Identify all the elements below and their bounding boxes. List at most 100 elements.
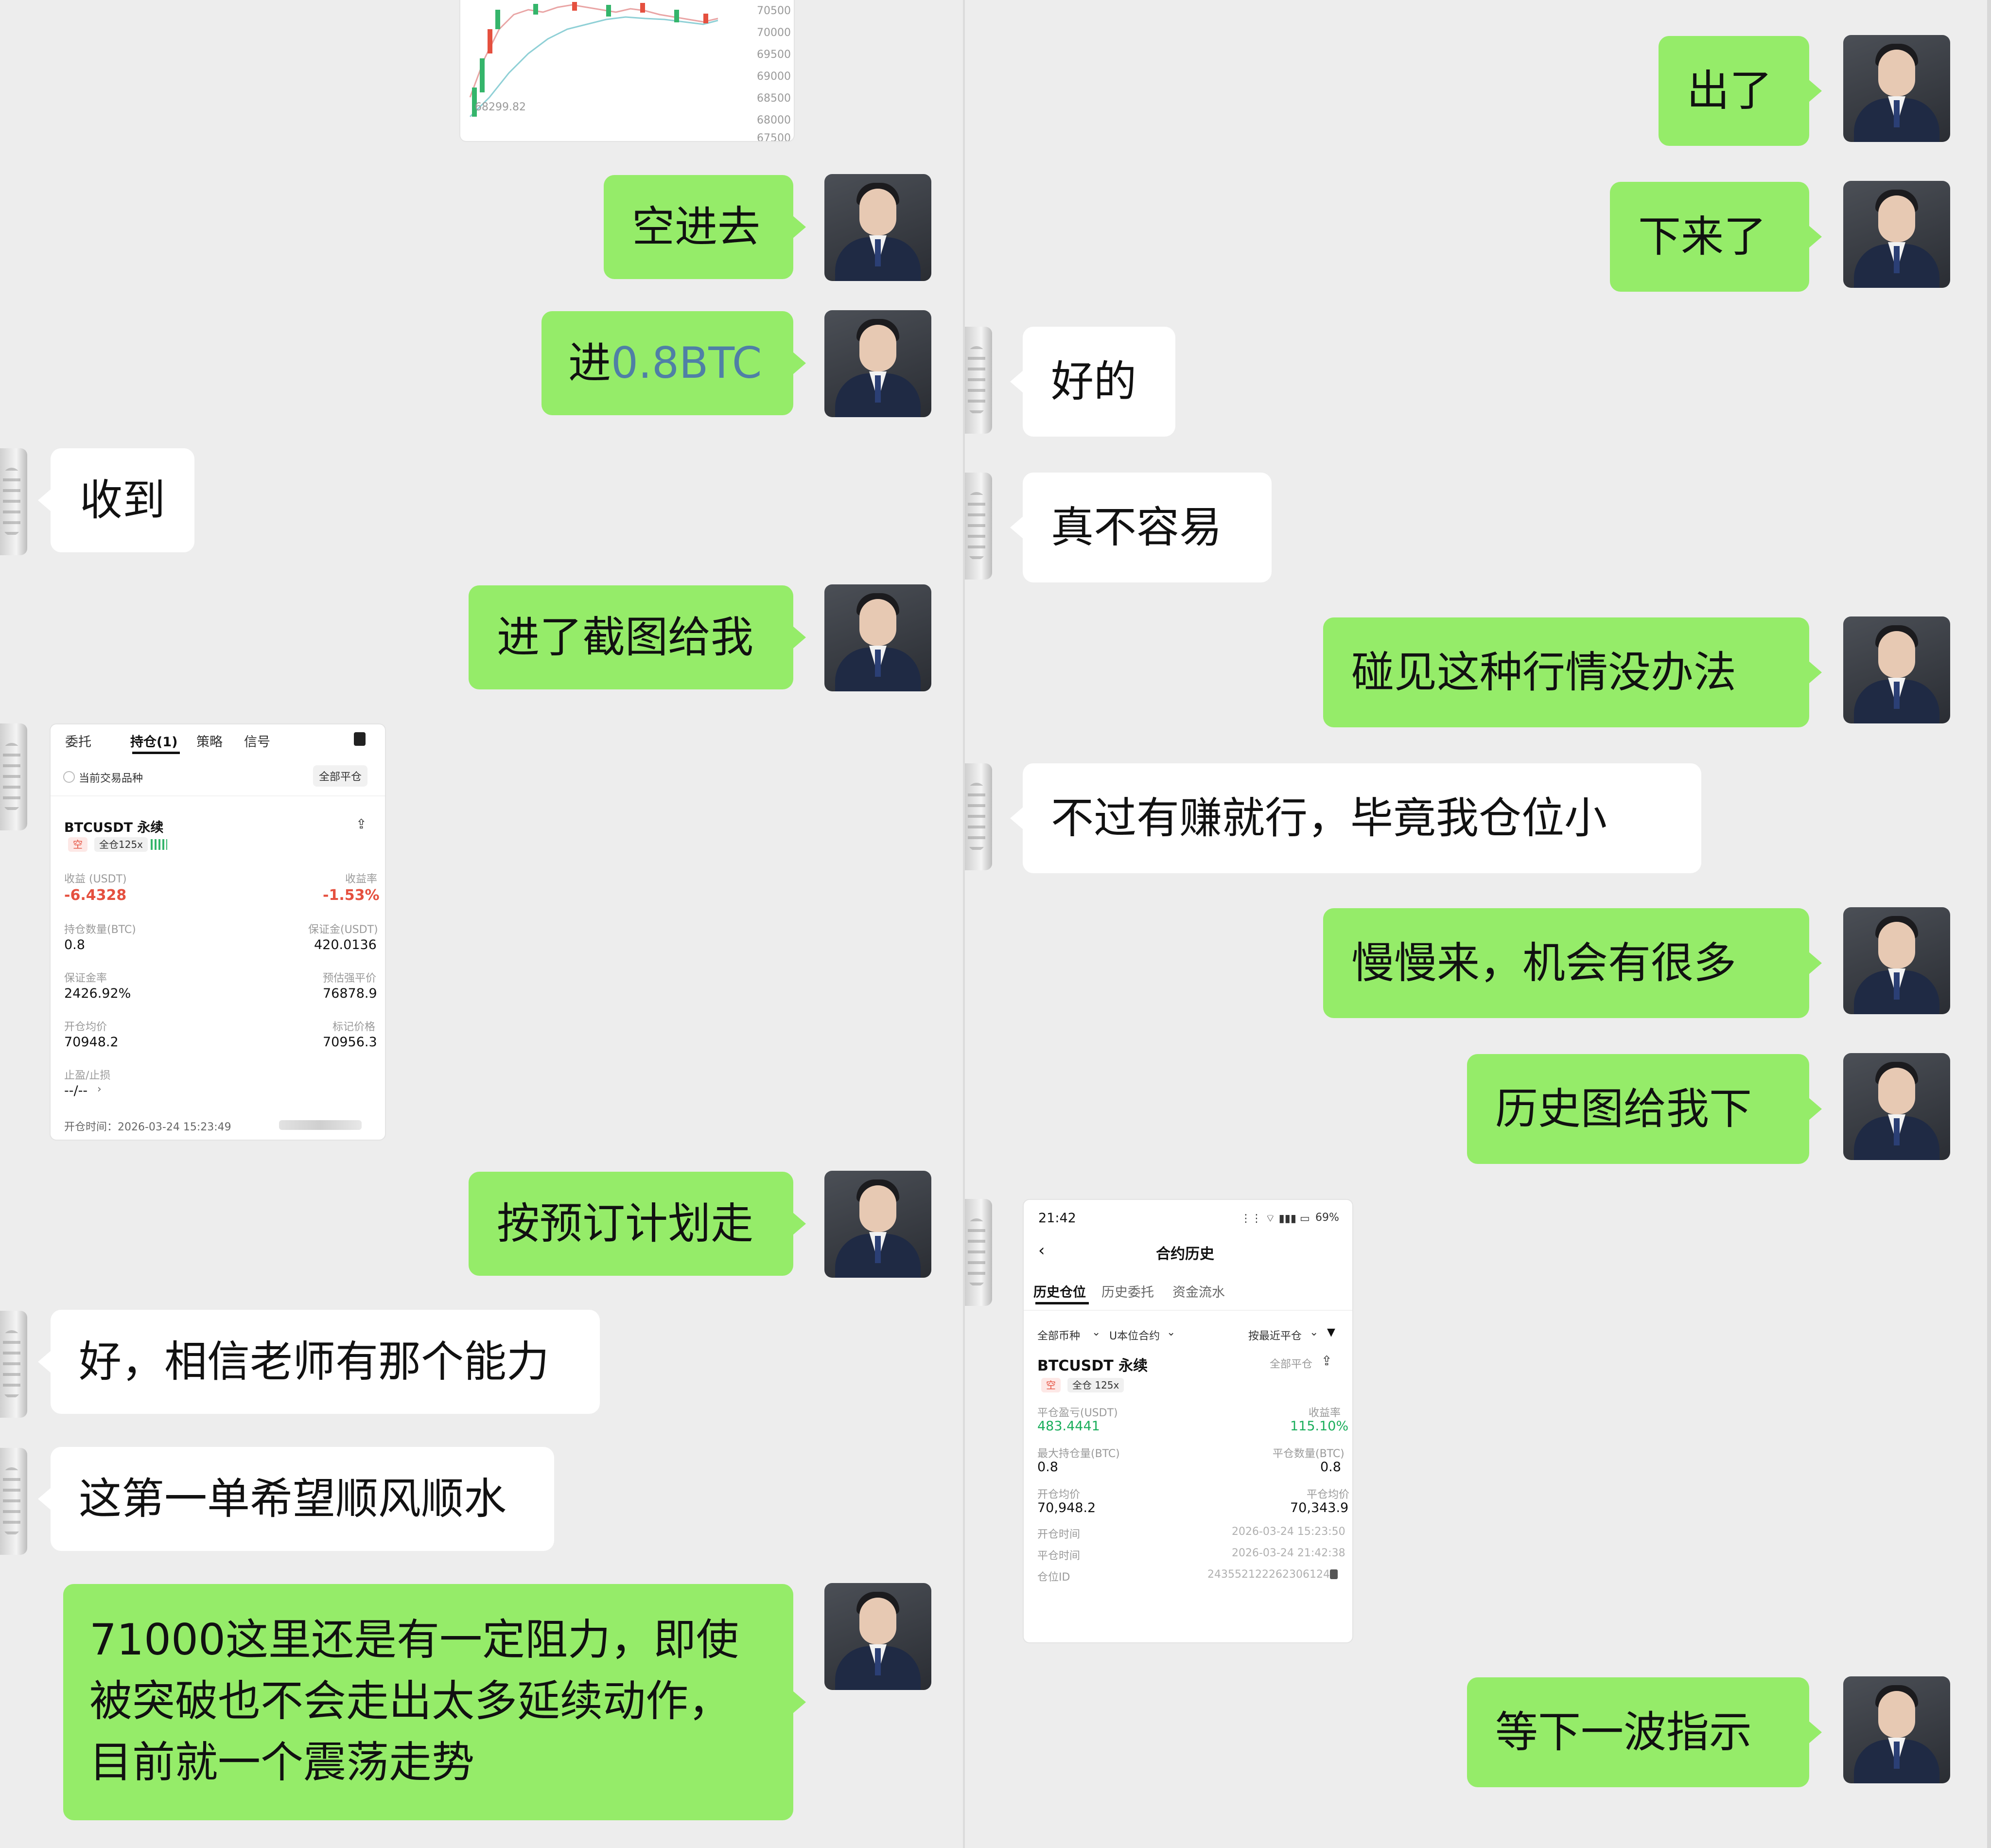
message-bubble-send-screenshot[interactable]: 进了截图给我 xyxy=(469,585,806,689)
qty-label: 持仓数量(BTC) xyxy=(64,924,136,936)
share-icon: ⇪ xyxy=(356,817,367,832)
margin-value: 420.0136 xyxy=(314,937,377,952)
margin-ratio-label: 保证金率 xyxy=(64,972,107,985)
message-bubble-plan[interactable]: 按预订计划走 xyxy=(469,1172,806,1276)
message-bubble-hope[interactable]: 这第一单希望顺风顺水 xyxy=(38,1447,554,1551)
mark-label: 标记价格 xyxy=(332,1021,376,1033)
position-id-value: 2435521222623061248 xyxy=(1207,1568,1337,1581)
teacher-avatar[interactable] xyxy=(1843,1676,1950,1783)
tab-signals: 信号 xyxy=(244,735,270,750)
message-bubble-market[interactable]: 碰见这种行情没办法 xyxy=(1323,617,1822,727)
message-bubble-received[interactable]: 收到 xyxy=(38,448,194,552)
message-bubble-slow[interactable]: 慢慢来，机会有很多 xyxy=(1323,908,1822,1018)
teacher-avatar[interactable] xyxy=(824,1171,931,1278)
qty-value: 0.8 xyxy=(64,937,85,952)
blurred-order-id xyxy=(279,1120,362,1130)
liq-label: 预估强平价 xyxy=(323,972,377,985)
chart-tick-3: 69000 xyxy=(757,70,791,83)
student-avatar[interactable] xyxy=(0,1448,27,1555)
history-screenshot-card[interactable]: 21:42 ⋮⋮ ⌔ ▮▮▮ ▭ 69% ‹ 合约历史 历史仓位 历史委托 资金… xyxy=(1023,1199,1353,1643)
student-avatar[interactable] xyxy=(0,448,27,555)
filter-type: U本位合约 xyxy=(1109,1330,1160,1342)
chevron-right-icon: › xyxy=(97,1083,102,1095)
share-icon: ⇪ xyxy=(1321,1354,1332,1369)
teacher-avatar[interactable] xyxy=(1843,35,1950,142)
message-bubble-entry[interactable]: 进0.8BTC xyxy=(541,311,806,415)
teacher-avatar[interactable] xyxy=(1843,181,1950,288)
message-bubble-ok[interactable]: 好的 xyxy=(1010,327,1175,437)
tab-fund-flow: 资金流水 xyxy=(1172,1285,1225,1300)
message-text: 慢慢来，机会有很多 xyxy=(1351,938,1737,988)
candles xyxy=(472,2,708,117)
message-text: 空进去 xyxy=(632,202,761,252)
battery-level: 69% xyxy=(1315,1212,1339,1224)
max-qty-label: 最大持仓量(BTC) xyxy=(1037,1448,1120,1460)
chevron-down-icon: ⌄ xyxy=(1092,1326,1101,1338)
signal-icons: ⋮⋮ ⌔ ▮▮▮ ▭ xyxy=(1240,1213,1310,1225)
thread-divider xyxy=(963,0,965,1848)
message-bubble-out[interactable]: 出了 xyxy=(1659,36,1822,146)
message-bubble-hard[interactable]: 真不容易 xyxy=(1010,473,1272,582)
bollinger-lower-line xyxy=(469,16,718,118)
mark-value: 70956.3 xyxy=(323,1035,377,1050)
chevron-right-icon: › xyxy=(158,816,164,831)
student-avatar[interactable] xyxy=(965,473,992,580)
teacher-avatar[interactable] xyxy=(1843,1053,1950,1160)
filter-label: 当前交易品种 xyxy=(79,773,143,785)
student-avatar[interactable] xyxy=(965,763,992,870)
close-price-label: 平仓均价 xyxy=(1307,1489,1350,1501)
message-bubble-history[interactable]: 历史图给我下 xyxy=(1467,1054,1822,1164)
message-bubble-wait[interactable]: 等下一波指示 xyxy=(1467,1677,1822,1787)
tab-positions: 持仓(1) xyxy=(130,735,178,750)
teacher-avatar[interactable] xyxy=(824,1583,931,1690)
teacher-avatar[interactable] xyxy=(824,174,931,281)
message-text: 出了 xyxy=(1687,66,1773,116)
status-time: 21:42 xyxy=(1038,1211,1076,1226)
checkbox-icon xyxy=(63,771,75,783)
teacher-avatar[interactable] xyxy=(824,310,931,417)
teacher-avatar[interactable] xyxy=(1843,616,1950,723)
chart-tick-5: 68000 xyxy=(757,114,791,126)
chart-tick-2: 69500 xyxy=(757,49,791,61)
student-avatar[interactable] xyxy=(0,1311,27,1418)
open-time: 开仓时间：2026-03-24 15:23:49 xyxy=(64,1121,231,1133)
back-icon: ‹ xyxy=(1038,1241,1045,1260)
open-time-value: 2026-03-24 15:23:50 xyxy=(1232,1526,1345,1538)
close-price-value: 70,343.9 xyxy=(1290,1500,1349,1515)
symbol-label: BTCUSDT 永续 xyxy=(1037,1357,1148,1374)
message-bubble-profit[interactable]: 不过有赚就行，毕竟我仓位小 xyxy=(1010,763,1701,873)
roi-label: 收益率 xyxy=(1309,1407,1341,1419)
right-edge-scrollbar xyxy=(1987,0,1991,1848)
message-bubble-analysis[interactable]: 71000这里还是有一定阻力，即使被突破也不会走出太多延续动作，目前就一个震荡走… xyxy=(63,1584,806,1820)
chart-tick-4: 68500 xyxy=(757,92,791,105)
student-avatar[interactable] xyxy=(965,1199,992,1306)
card-divider xyxy=(1024,1310,1352,1311)
side-tag: 空 xyxy=(1041,1378,1061,1392)
message-text: 真不容易 xyxy=(1051,502,1223,552)
message-text: 收到 xyxy=(80,475,166,525)
message-text: 历史图给我下 xyxy=(1495,1084,1752,1134)
sort-option: 按最近平仓 xyxy=(1248,1330,1302,1342)
message-bubble-down[interactable]: 下来了 xyxy=(1610,182,1822,292)
message-bubble-short[interactable]: 空进去 xyxy=(604,175,806,279)
close-all-tag: 全部平仓 xyxy=(1270,1358,1313,1371)
student-avatar[interactable] xyxy=(965,327,992,434)
tab-active-indicator xyxy=(1035,1302,1089,1304)
liq-value: 76878.9 xyxy=(323,986,377,1001)
message-text: 按预订计划走 xyxy=(497,1198,754,1249)
message-link-amount[interactable]: 0.8BTC xyxy=(611,338,762,388)
position-screenshot-card[interactable]: 委托 持仓(1) 策略 信号 当前交易品种 全部平仓 BTCUSDT 永续 › … xyxy=(50,723,386,1141)
message-bubble-trust[interactable]: 好，相信老师有那个能力 xyxy=(38,1310,600,1414)
entry-value: 70948.2 xyxy=(64,1035,119,1050)
filter-coin: 全部币种 xyxy=(1037,1330,1081,1342)
chart-tick-0: 70500 xyxy=(757,5,791,17)
chart-image-thumbnail[interactable]: 70500 70000 69500 69000 68500 68000 6750… xyxy=(459,0,795,142)
max-qty-value: 0.8 xyxy=(1037,1460,1058,1475)
teacher-avatar[interactable] xyxy=(824,584,931,691)
pnl-value: 483.4441 xyxy=(1037,1419,1100,1434)
teacher-avatar[interactable] xyxy=(1843,907,1950,1014)
close-all-button: 全部平仓 xyxy=(313,765,368,787)
student-avatar[interactable] xyxy=(0,723,27,830)
message-text: 71000这里还是有一定阻力，即使被突破也不会走出太多延续动作，目前就一个震荡走… xyxy=(89,1615,739,1787)
close-time-label: 平仓时间 xyxy=(1037,1550,1081,1562)
